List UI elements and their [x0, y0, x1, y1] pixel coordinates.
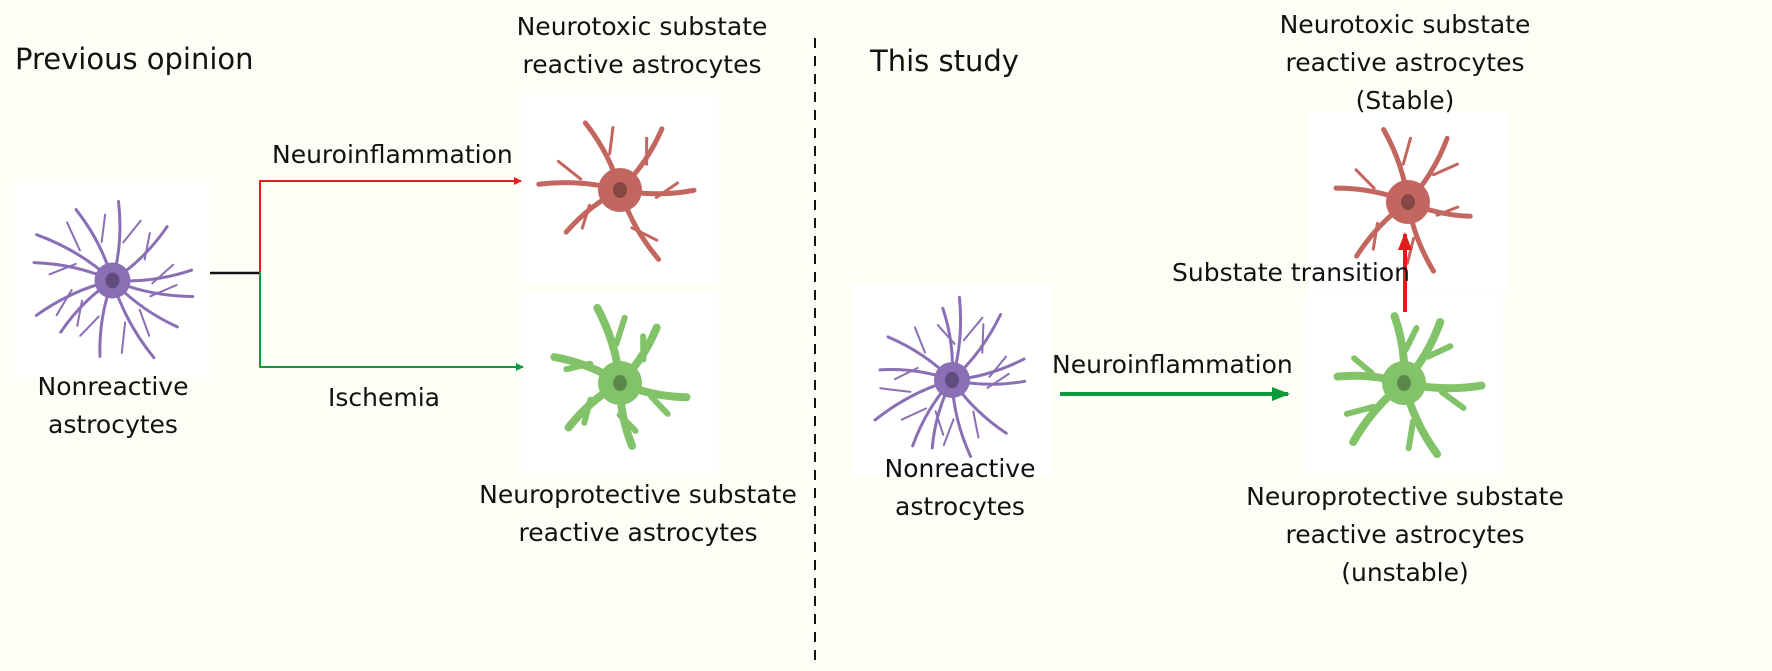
astrocyte-branch	[100, 213, 107, 244]
previous-opinion-heading: Previous opinion	[15, 42, 254, 76]
astrocyte-branch	[972, 410, 980, 439]
astrocyte-nucleus	[613, 375, 627, 391]
astrocyte-branch	[648, 393, 671, 417]
astrocyte-branch	[913, 326, 926, 354]
astrocyte-branch	[934, 410, 945, 436]
astrocyte-branch	[120, 321, 127, 354]
astrocyte-branch	[151, 263, 175, 285]
astrocyte-branch	[138, 308, 151, 337]
astrocyte-nucleus	[105, 272, 120, 289]
astrocyte-branch	[988, 355, 1008, 378]
astrocyte-branch	[580, 203, 591, 230]
substate-transition-label: Substate transition	[1172, 258, 1410, 287]
astrocyte-branch	[1351, 355, 1376, 377]
astrocyte-branch	[630, 226, 659, 242]
astrocyte-branch	[942, 418, 955, 447]
astrocyte-branch	[563, 360, 594, 373]
astrocyte-branch	[1435, 205, 1460, 217]
study-neuroinflammation-label: Neuroinflammation	[1052, 350, 1293, 379]
astrocyte-branch	[900, 407, 928, 421]
astrocyte-branch	[879, 387, 912, 393]
astrocyte-branch	[79, 315, 100, 337]
astrocyte-body	[1386, 180, 1430, 224]
astrocyte-branch	[149, 284, 178, 298]
astrocyte-branch	[66, 221, 81, 252]
ischemia-label: Ischemia	[328, 383, 440, 412]
astrocyte-branch	[893, 366, 919, 381]
astrocyte-nucleus	[1401, 194, 1415, 210]
astrocyte-branch	[1405, 236, 1416, 265]
astrocyte-branch	[556, 159, 583, 181]
astrocyte-branch	[981, 323, 985, 354]
nonreactive-astrocyte-image	[15, 183, 210, 378]
astrocyte-body	[1382, 361, 1426, 405]
astrocyte-branch	[616, 412, 639, 434]
neuroinflammation-arrow	[259, 177, 522, 274]
astrocyte-branch	[1371, 221, 1379, 251]
astrocyte-branch	[55, 289, 73, 317]
astrocyte-nucleus	[613, 182, 627, 198]
astrocyte-branch	[1405, 418, 1417, 452]
study-neuroprotective-astrocyte-image	[1306, 293, 1502, 473]
astrocyte-branch	[48, 262, 77, 276]
astrocyte-branch	[76, 299, 83, 327]
astrocyte-branch	[1354, 168, 1376, 190]
astrocyte-branch	[654, 181, 680, 199]
astrocyte-branch	[608, 125, 615, 156]
astrocyte-body	[598, 361, 642, 405]
study-neurotoxic-astrocyte-image	[1308, 112, 1508, 292]
astrocyte-branch	[936, 324, 956, 345]
astrocyte-body	[598, 168, 642, 212]
neuroprotective-astrocyte-image	[522, 293, 718, 473]
astrocyte-nucleus	[1397, 375, 1411, 391]
astrocyte-body	[934, 362, 970, 398]
astrocyte-branch	[613, 314, 628, 347]
ischemia-arrow	[259, 272, 524, 371]
astrocyte-branch	[962, 316, 984, 342]
astrocyte-branch	[581, 396, 594, 426]
neuroinflammation-label: Neuroinflammation	[272, 140, 513, 169]
astrocyte-branch	[986, 372, 1010, 389]
astrocyte-body	[94, 262, 131, 299]
astrocyte-branch	[1401, 136, 1412, 166]
astrocyte-branch	[1424, 343, 1454, 360]
astrocyte-nucleus	[945, 372, 959, 388]
study-nonreactive-astrocyte-image	[852, 285, 1052, 475]
astrocyte-branch	[122, 219, 142, 244]
astrocyte-branch	[1438, 388, 1467, 411]
astrocyte-branch	[143, 232, 151, 261]
neurotoxic-astrocyte-image	[522, 95, 718, 285]
astrocyte-branch	[1343, 403, 1377, 417]
astrocyte-branch	[1432, 162, 1459, 177]
this-study-heading: This study	[870, 44, 1019, 78]
astrocyte-branch	[1402, 325, 1420, 353]
